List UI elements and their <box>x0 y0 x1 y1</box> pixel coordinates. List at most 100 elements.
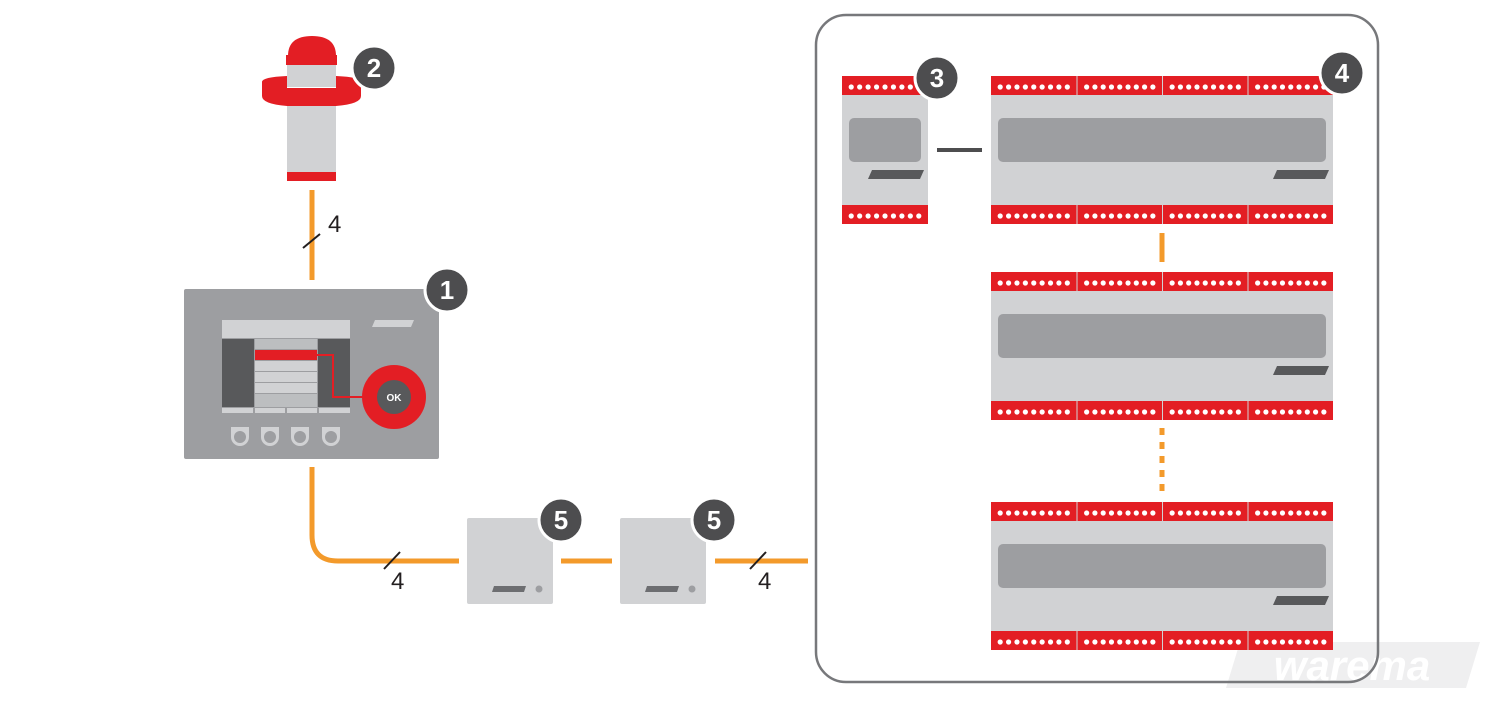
terminal-dot <box>997 639 1003 645</box>
terminal-dot <box>1014 84 1020 90</box>
terminal-dot <box>1005 280 1012 286</box>
terminal-dot <box>1133 510 1139 516</box>
terminal-dot <box>1169 510 1175 516</box>
function-keys <box>231 427 340 446</box>
terminal-dot <box>1304 213 1310 219</box>
room-module-b <box>620 518 706 604</box>
terminal-dot <box>1169 639 1175 645</box>
terminal-dot <box>1296 213 1302 219</box>
terminal-dot <box>1108 213 1115 219</box>
badge-room-module-b: 5 <box>690 496 738 544</box>
terminal-dot <box>1100 639 1106 645</box>
terminal-strip <box>1077 631 1162 650</box>
terminal-dot <box>1235 280 1241 286</box>
terminal-dot <box>1169 84 1175 90</box>
terminal-dot <box>899 213 905 219</box>
room-module-led <box>688 585 696 593</box>
terminal-dot <box>1194 510 1200 516</box>
terminal-dot <box>1133 213 1139 219</box>
terminal-dot <box>1202 639 1208 645</box>
terminal-dot <box>1005 84 1012 90</box>
terminal-dot <box>1039 280 1045 286</box>
terminal-dot <box>1047 213 1054 219</box>
weather-station-dome <box>288 36 336 56</box>
terminal-dot <box>1047 510 1054 516</box>
terminal-dot <box>1014 409 1020 415</box>
terminal-strip <box>1077 272 1162 291</box>
terminal-dot <box>890 84 897 90</box>
terminal-dot <box>1194 213 1200 219</box>
terminal-dot <box>1125 510 1131 516</box>
io-modules <box>991 76 1333 650</box>
terminal-dot <box>1150 280 1156 286</box>
terminal-dot <box>1227 280 1233 286</box>
terminal-dot <box>1022 510 1028 516</box>
terminal-dot <box>848 213 854 219</box>
terminal-dot <box>1202 409 1208 415</box>
terminal-dot <box>1304 280 1310 286</box>
terminal-dot <box>1117 510 1123 516</box>
terminal-dot <box>1133 280 1139 286</box>
ok-button[interactable] <box>377 380 411 414</box>
terminal-dot <box>997 84 1003 90</box>
terminal-dot <box>1169 280 1175 286</box>
terminal-dot <box>873 84 880 90</box>
terminal-dot <box>1092 84 1098 90</box>
terminal-dot <box>1312 213 1319 219</box>
io-module <box>991 502 1333 650</box>
terminal-dot <box>1296 84 1302 90</box>
terminal-strip <box>842 76 928 95</box>
terminal-dot <box>882 84 888 90</box>
wire-count-label: 4 <box>758 568 771 595</box>
io-module <box>991 76 1333 224</box>
terminal-dot <box>1005 510 1012 516</box>
terminal-strip <box>842 205 928 224</box>
terminal-dot <box>1039 213 1045 219</box>
terminal-strip <box>1163 401 1248 420</box>
terminal-dot <box>1005 213 1012 219</box>
terminal-dot <box>1141 510 1148 516</box>
terminal-dot <box>1279 510 1286 516</box>
terminal-dot <box>1056 213 1062 219</box>
wire-count-slash <box>749 551 767 570</box>
terminal-dot <box>1186 280 1192 286</box>
terminal-dot <box>1064 639 1070 645</box>
terminal-dot <box>1031 213 1037 219</box>
terminal-dot <box>1219 409 1225 415</box>
terminal-dot <box>1194 84 1200 90</box>
terminal-dot <box>1064 409 1070 415</box>
terminal-dot <box>1235 409 1241 415</box>
terminal-dot <box>1031 510 1037 516</box>
terminal-dot <box>916 213 922 219</box>
terminal-dot <box>1279 639 1286 645</box>
terminal-dot <box>1321 213 1327 219</box>
terminal-dot <box>1084 409 1090 415</box>
terminal-dot <box>1235 84 1241 90</box>
terminal-dot <box>1039 409 1045 415</box>
terminal-dot <box>1177 84 1184 90</box>
terminal-strip <box>1163 502 1248 521</box>
terminal-dot <box>1014 213 1020 219</box>
terminal-dot <box>1219 213 1225 219</box>
terminal-dot <box>1133 639 1139 645</box>
module-logo <box>1273 596 1329 605</box>
weather-station <box>262 36 361 181</box>
terminal-dot <box>1296 280 1302 286</box>
svg-text:5: 5 <box>554 505 568 535</box>
terminal-dot <box>1194 639 1200 645</box>
terminal-dot <box>1039 510 1045 516</box>
terminal-dot <box>1117 639 1123 645</box>
terminal-dot <box>1321 639 1327 645</box>
terminal-strip <box>1248 76 1333 95</box>
terminal-strip <box>1077 76 1162 95</box>
terminal-dot <box>1100 280 1106 286</box>
ok-label: OK <box>387 393 403 404</box>
terminal-dot <box>1255 280 1261 286</box>
terminal-dot <box>1125 639 1131 645</box>
terminal-dot <box>1321 280 1327 286</box>
terminal-dot <box>1210 409 1217 415</box>
terminal-dot <box>1255 510 1261 516</box>
terminal-dot <box>1263 213 1269 219</box>
terminal-dot <box>1271 409 1277 415</box>
terminal-dot <box>1117 409 1123 415</box>
